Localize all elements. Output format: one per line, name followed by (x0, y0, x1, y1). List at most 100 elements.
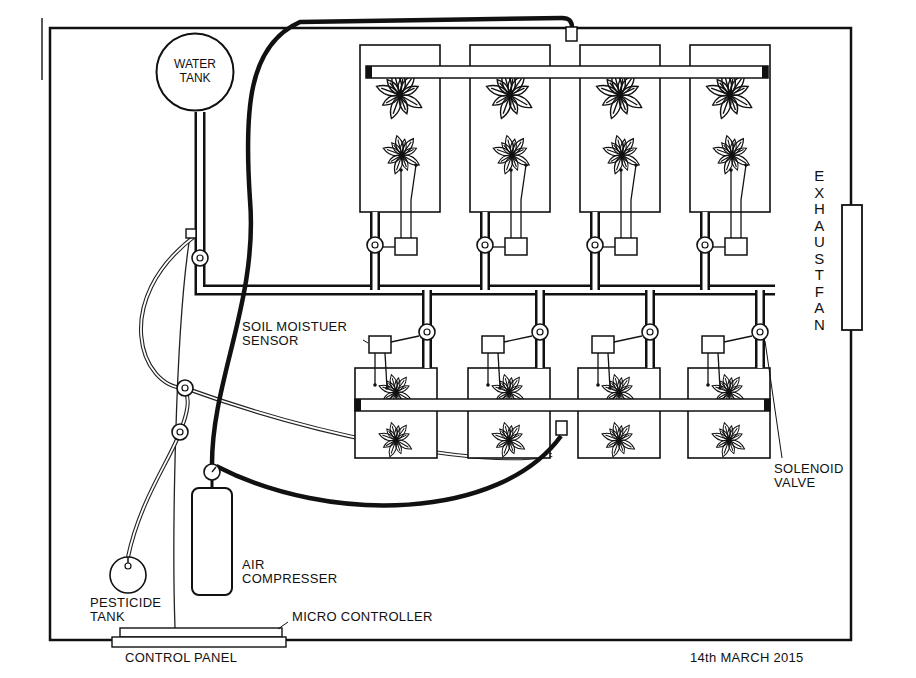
leaf (506, 423, 521, 441)
solenoid-valve (419, 324, 435, 340)
probe-tip (744, 163, 748, 167)
valve-wire (724, 336, 752, 342)
tank-stem (127, 557, 129, 563)
valve-core (592, 242, 598, 248)
spray-nozzle (566, 27, 577, 41)
tank-text-holder: WATER TANK (155, 32, 235, 112)
pesticide-line-bore (128, 388, 188, 557)
probe-tip (596, 383, 600, 387)
probe-tip (634, 163, 638, 167)
valve-core (482, 242, 488, 248)
leaf (393, 375, 408, 393)
leaf (726, 375, 741, 393)
probe-tip (509, 168, 513, 172)
sensor-wire (487, 353, 488, 385)
sensor-wire (741, 165, 746, 238)
pipe-bore (758, 290, 763, 368)
tube-end (366, 66, 372, 78)
solenoid-valve (642, 324, 658, 340)
pesticide-line-outline (128, 388, 188, 557)
leaf (495, 438, 510, 450)
sensor-wire (510, 170, 511, 238)
soil-moisture-sensor (615, 238, 637, 255)
pipe-bore (538, 290, 543, 368)
part-label: CONTROL PANEL (125, 651, 237, 665)
leaf (711, 92, 732, 108)
valve-core (424, 329, 430, 335)
water-tank: WATER TANK (155, 32, 235, 112)
callout-label: SOIL MOISTUER SENSOR (242, 320, 360, 349)
leaf (399, 137, 416, 157)
spray-nozzle (556, 421, 567, 435)
tank-circle (157, 34, 234, 111)
valve-core (537, 329, 543, 335)
leaf (717, 153, 734, 166)
sensor-wire (498, 353, 500, 388)
compressor-neck (211, 480, 214, 488)
sensor-wire (707, 353, 708, 385)
plant-pot (355, 368, 437, 458)
solenoid-valve (532, 324, 548, 340)
leaf (729, 137, 746, 157)
sensor-wire (400, 170, 401, 238)
pipe-tee (186, 229, 196, 238)
valve-wire (391, 336, 419, 342)
solenoid-valve (587, 237, 603, 253)
sensor-wire (411, 165, 416, 238)
plant (601, 422, 636, 458)
soil-moisture-sensor (482, 336, 504, 353)
air-hose (212, 18, 572, 464)
control-panel-bar (112, 637, 286, 647)
leaf (497, 153, 514, 166)
micro-controller-bar (120, 628, 282, 637)
tube-end (355, 399, 361, 411)
leaf (616, 375, 631, 393)
valve-wire (603, 246, 615, 247)
probe-tip (718, 386, 722, 390)
grow-light-tube (366, 66, 768, 78)
callout-label: MICRO CONTROLLER (292, 610, 433, 624)
tank-label: WATER TANK (174, 58, 216, 86)
date-note: 14th MARCH 2015 (690, 651, 804, 665)
soil-moisture-sensor (725, 238, 747, 255)
part-label: AIR COMPRESSER (242, 558, 337, 587)
valve-wire (504, 336, 532, 342)
valve-core (182, 385, 188, 391)
leaf (607, 153, 624, 166)
soil-moisture-sensor (702, 336, 724, 353)
solenoid-valve (367, 237, 383, 253)
callout-label: SOLENOID VALVE (774, 462, 844, 491)
valve-core (757, 329, 763, 335)
leaf (619, 137, 636, 157)
soil-moisture-sensor (395, 238, 417, 255)
plant-pot (578, 368, 660, 458)
leaf (715, 438, 730, 450)
sensor-wire (385, 353, 387, 388)
leaf (601, 92, 622, 108)
part-label: PESTICIDE TANK (90, 596, 161, 625)
valve-core (177, 429, 183, 435)
leaf (616, 423, 631, 441)
plant (491, 422, 526, 458)
leaf (491, 92, 512, 108)
solenoid-valve (192, 250, 208, 266)
leaf (382, 438, 397, 450)
probe-tip (385, 386, 389, 390)
illustration-parts (110, 18, 782, 647)
plant-pot (468, 368, 550, 458)
pipe-bore (648, 290, 653, 368)
probe-tip (414, 163, 418, 167)
solenoid-valve (177, 380, 193, 396)
grow-light-tube (355, 399, 770, 411)
probe-tip (399, 168, 403, 172)
sensor-wire (374, 353, 375, 385)
valve-core (702, 242, 708, 248)
valve-wire (493, 246, 505, 247)
probe-tip (486, 383, 490, 387)
valve-wire (713, 246, 725, 247)
solenoid-valve (752, 324, 768, 340)
air-compressor-body (192, 488, 232, 595)
valve-core (647, 329, 653, 335)
valve-core (372, 242, 378, 248)
tube-end (764, 399, 770, 411)
